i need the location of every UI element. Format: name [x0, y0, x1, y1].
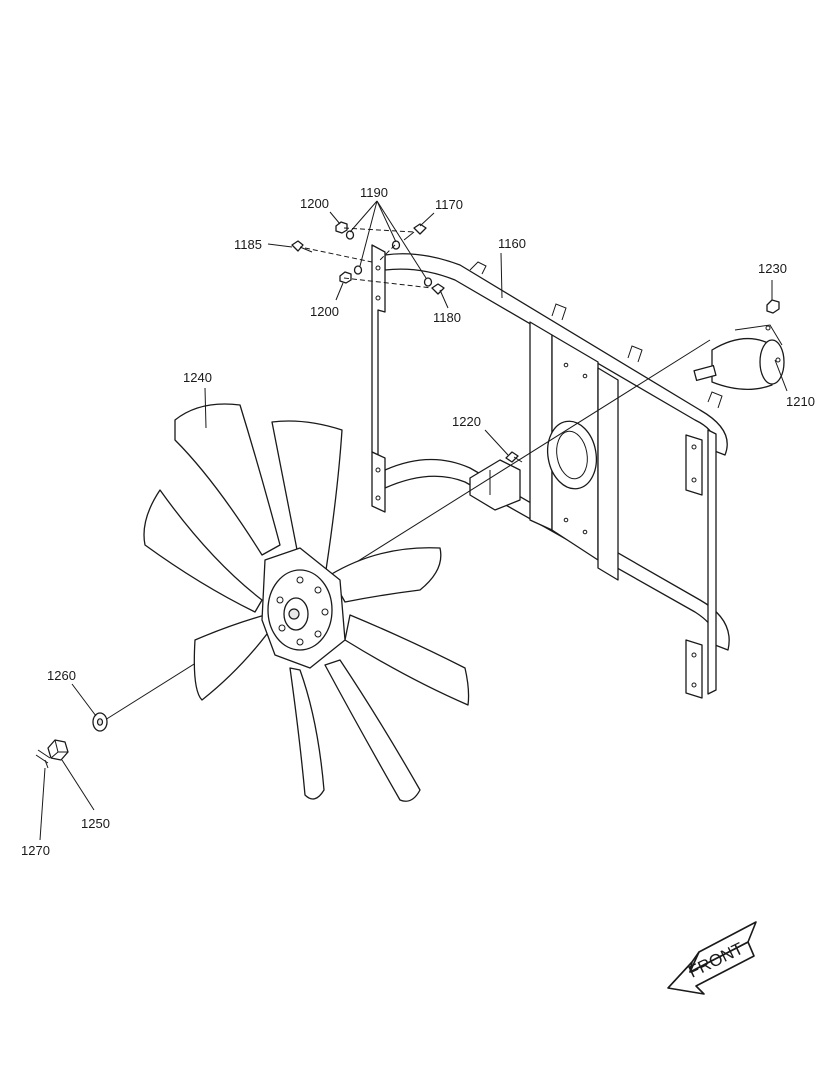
callout-1180: 1180: [433, 310, 461, 325]
callout-1230: 1230: [758, 261, 787, 276]
callout-1190: 1190: [360, 185, 388, 200]
mounting-hardware-top: [291, 221, 445, 295]
callout-labels: 1160 1170 1180 1185 1190 1200 1200 1210 …: [21, 185, 815, 858]
callout-1200-top: 1200: [300, 196, 329, 211]
washer-1260: [92, 712, 108, 732]
castle-nut-1250: [47, 739, 69, 761]
callout-1220: 1220: [452, 414, 481, 429]
fan-drive-motor: [693, 324, 785, 390]
assembly-dash-lines: [304, 227, 433, 289]
callout-1270: 1270: [21, 843, 50, 858]
cotter-pin-1270: [35, 749, 51, 769]
callout-1200-bottom: 1200: [310, 304, 339, 319]
leader-lines: [39, 200, 788, 841]
callout-1210: 1210: [786, 394, 815, 409]
callout-1185: 1185: [234, 237, 262, 252]
callout-1240: 1240: [183, 370, 212, 385]
callout-1260: 1260: [47, 668, 76, 683]
callout-1170: 1170: [435, 197, 463, 212]
callout-1160: 1160: [498, 236, 526, 251]
shroud-frame: [371, 244, 730, 699]
front-arrow-icon: FRONT: [667, 921, 757, 995]
bolt-1220: [505, 451, 523, 463]
nut-1230: [766, 299, 780, 314]
callout-1250: 1250: [81, 816, 110, 831]
cooling-fan: [143, 403, 470, 802]
